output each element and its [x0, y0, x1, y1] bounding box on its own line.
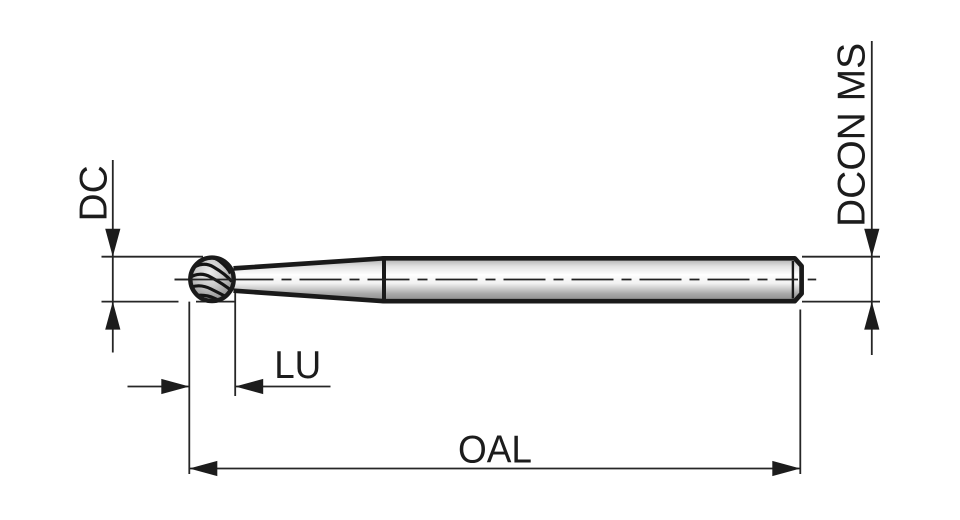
svg-text:LU: LU — [274, 344, 321, 387]
svg-text:OAL: OAL — [458, 429, 532, 472]
svg-text:DCON MS: DCON MS — [831, 43, 874, 227]
svg-text:DC: DC — [73, 165, 116, 221]
